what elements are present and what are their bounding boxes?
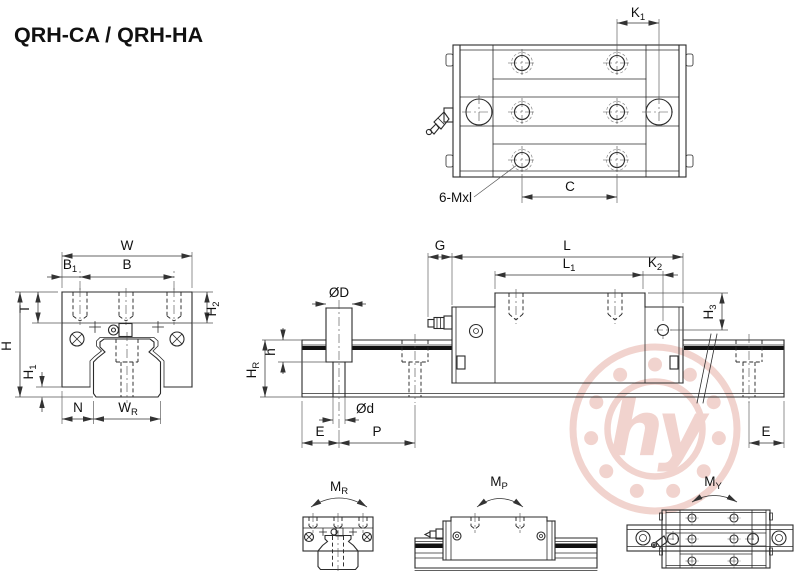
- rail-profile-mini: [317, 534, 359, 571]
- dim-label-h: H: [0, 341, 14, 351]
- end-cap-screws: [69, 331, 185, 347]
- dim-t: T: [15, 291, 62, 324]
- k2-reference-hole: [654, 271, 672, 339]
- watermark-bearing-balls-icon: [584, 357, 726, 498]
- dim-label-od-minor: Ød: [356, 401, 374, 416]
- moment-view-mp: MP: [414, 474, 598, 571]
- grease-nipple-icon: [425, 107, 454, 136]
- front-view: W B1 B T H H1: [0, 238, 222, 424]
- dim-label-l1: L1: [563, 256, 576, 274]
- dim-h-small: h: [262, 328, 326, 374]
- dim-l1-k2: L1 K2: [494, 255, 678, 289]
- top-thread-holes: [508, 289, 623, 324]
- page-title: QRH-CA / QRH-HA: [14, 23, 203, 47]
- dim-label-e-right: E: [761, 424, 770, 439]
- rail-bolt-hidden-right: [735, 334, 763, 403]
- dim-w: W: [61, 238, 193, 288]
- moment-arc-mr: [310, 497, 368, 508]
- dim-g: G: [427, 238, 453, 317]
- grease-nipple-icon: [423, 528, 444, 540]
- grease-nipple-icon: [107, 322, 133, 338]
- dim-e-p: E P: [301, 401, 416, 448]
- dim-label-w: W: [121, 238, 134, 253]
- side-reference-holes: [462, 95, 676, 129]
- moment-label-my: MY: [704, 474, 722, 492]
- dim-label-b1: B1: [63, 257, 77, 275]
- rail-bolt-cutaway: [325, 300, 353, 430]
- dim-label-g: G: [435, 238, 446, 253]
- dim-k1: K1: [616, 5, 660, 95]
- rail-bolt-hidden: [401, 334, 429, 403]
- dim-label-l: L: [563, 238, 571, 253]
- rail-bolt-hole-hidden: [115, 332, 139, 403]
- dim-od-minor: Ød: [319, 401, 374, 423]
- hiwin-watermark-logo: hy: [569, 343, 741, 515]
- dim-label-e-left: E: [315, 424, 324, 439]
- watermark-inner-ring-icon: [604, 378, 706, 480]
- dim-label-k1: K1: [631, 5, 645, 23]
- moment-view-mr: MR: [302, 479, 374, 571]
- dim-c: C: [521, 174, 618, 203]
- rail-break-line: [702, 333, 718, 404]
- dim-h2: H2: [192, 291, 222, 324]
- grease-nipple-icon: [427, 315, 453, 330]
- dim-e-right: E: [748, 401, 785, 448]
- carriage-side: [427, 271, 684, 384]
- dim-label-c: C: [565, 179, 575, 194]
- top-view: K1 C 6-Mxl: [425, 5, 694, 205]
- dim-label-h1: H1: [21, 364, 39, 379]
- dim-h: H: [0, 292, 93, 398]
- side-view: G L L1 K2 H3 ØD: [244, 238, 785, 448]
- top-thread-holes: [72, 288, 182, 325]
- dim-label-h-small: h: [263, 348, 278, 356]
- rail-profile: [92, 338, 162, 398]
- dim-h1: H1: [21, 364, 62, 412]
- rail-break-line: [696, 333, 712, 404]
- dim-od-major: ØD: [312, 285, 366, 307]
- dim-label-h3: H3: [701, 304, 719, 319]
- dim-label-k2: K2: [648, 255, 662, 273]
- moment-label-mr: MR: [330, 479, 348, 497]
- end-cap-ears: [445, 53, 694, 168]
- moment-view-my: MY: [626, 474, 794, 569]
- dim-b-b1: B1 B: [47, 257, 175, 290]
- dim-label-p: P: [372, 424, 381, 439]
- end-cap-grease-port: [468, 323, 484, 339]
- dim-label-n: N: [73, 400, 83, 415]
- moment-arc-my: [691, 494, 738, 503]
- carriage-top-mini: [650, 509, 773, 569]
- mounting-holes: [508, 49, 631, 174]
- dim-label-hr: HR: [244, 362, 262, 379]
- moment-label-mp: MP: [490, 474, 508, 492]
- dim-label-h2: H2: [204, 301, 222, 316]
- thread-note-label: 6-Mxl: [439, 190, 472, 205]
- moment-arc-mp: [476, 498, 524, 508]
- datum-marks: [89, 321, 164, 333]
- dim-label-t: T: [17, 305, 32, 313]
- dim-h3: H3: [648, 292, 728, 331]
- watermark-outer-ring-icon: [569, 343, 741, 515]
- watermark-monogram: hy: [609, 384, 710, 473]
- dim-label-wr: WR: [118, 400, 138, 418]
- grease-nipple-icon: [650, 535, 668, 549]
- dim-label-b: B: [122, 257, 131, 272]
- dim-label-od-major: ØD: [329, 285, 350, 300]
- dim-hr: HR: [244, 340, 302, 398]
- dim-n-wr: N WR: [61, 391, 161, 424]
- carriage-side-mini: [423, 516, 556, 561]
- thread-note: 6-Mxl: [439, 164, 518, 205]
- dim-l: L: [452, 238, 684, 303]
